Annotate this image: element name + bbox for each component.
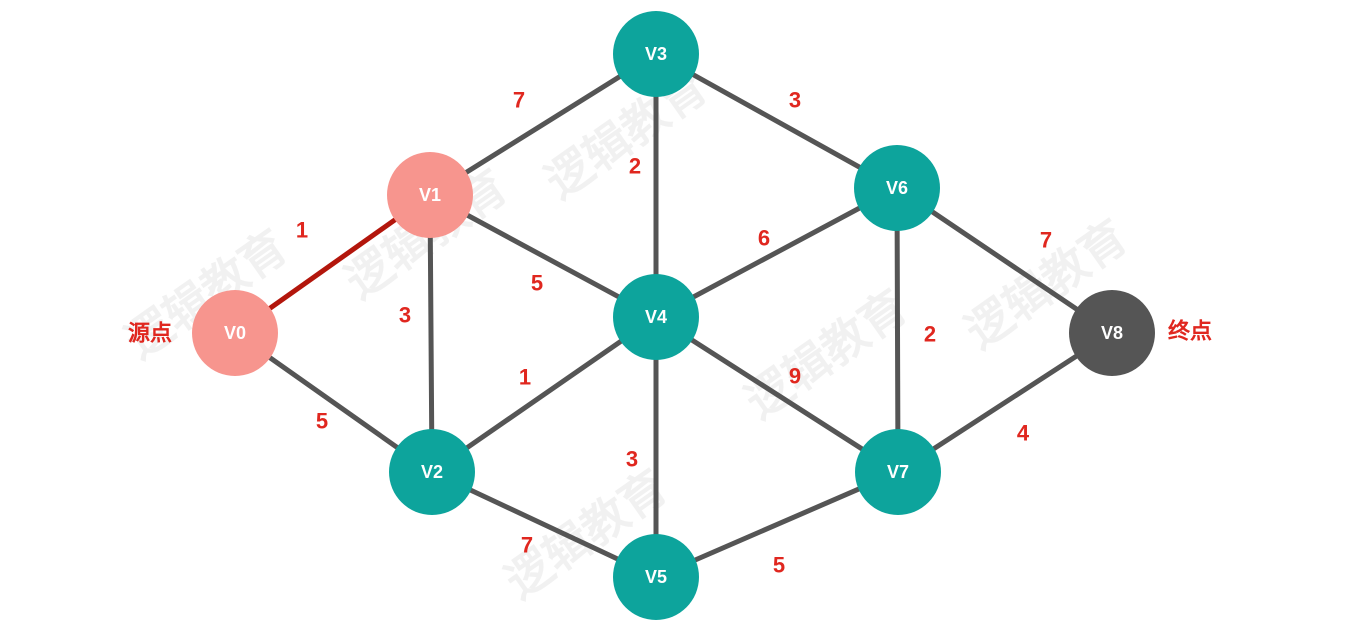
edge-weight-v4-v6: 6 <box>758 226 770 251</box>
node-label: V8 <box>1101 323 1123 343</box>
node-circle <box>613 534 699 620</box>
node-label: V6 <box>886 178 908 198</box>
node-label: V1 <box>419 185 441 205</box>
edge-weight-v7-v8: 4 <box>1017 421 1030 446</box>
source-label: 源点 <box>128 321 172 346</box>
edge-weight-v4-v7: 9 <box>789 364 801 389</box>
edge-v1-v3 <box>427 51 659 198</box>
edge-v6-v7 <box>894 185 901 475</box>
edge-v6-v8 <box>894 185 1115 336</box>
node-v6: V6 <box>854 145 940 231</box>
node-v4: V4 <box>613 274 699 360</box>
edge-weight-v6-v7: 2 <box>924 322 936 347</box>
edge-weights: 1 5 3 7 5 1 7 2 3 3 6 9 5 2 7 4 <box>296 88 1052 578</box>
watermark-text: 逻辑教育 <box>735 279 917 429</box>
node-v7: V7 <box>855 429 941 515</box>
edge-v1-v2 <box>427 192 435 475</box>
edge-v5-v7 <box>653 469 901 580</box>
edge-weight-v2-v5: 7 <box>521 533 533 558</box>
node-label: V3 <box>645 44 667 64</box>
edge-weight-v0-v2: 5 <box>316 409 328 434</box>
edge-v2-v4 <box>429 314 659 475</box>
edge-weight-v3-v6: 3 <box>789 88 801 113</box>
edge-weight-v4-v5: 3 <box>626 447 638 472</box>
node-label: V5 <box>645 567 667 587</box>
edge-weight-v3-v4: 2 <box>629 154 641 179</box>
node-circle <box>389 429 475 515</box>
node-label: V4 <box>645 307 667 327</box>
edge-v4-v7 <box>653 314 901 475</box>
node-v5: V5 <box>613 534 699 620</box>
edge-weight-v6-v8: 7 <box>1040 228 1052 253</box>
node-circle <box>1069 290 1155 376</box>
edge-v3-v6 <box>653 51 900 191</box>
node-circle <box>387 152 473 238</box>
node-circle <box>854 145 940 231</box>
edge-weight-v0-v1: 1 <box>296 218 308 243</box>
edge-weight-v1-v4: 5 <box>531 271 543 296</box>
edge-weight-v1-v3: 7 <box>513 88 525 113</box>
edge-weight-v2-v4: 1 <box>519 365 531 390</box>
node-circle <box>855 429 941 515</box>
node-v8: V8 <box>1069 290 1155 376</box>
target-label: 终点 <box>1168 319 1212 344</box>
edge-v4-v6 <box>653 185 900 320</box>
edge-weight-v1-v2: 3 <box>399 303 411 328</box>
node-v0: V0 <box>192 290 278 376</box>
node-label: V2 <box>421 462 443 482</box>
node-circle <box>613 11 699 97</box>
edge-weight-v5-v7: 5 <box>773 553 785 578</box>
node-circle <box>613 274 699 360</box>
node-circle <box>192 290 278 376</box>
node-v2: V2 <box>389 429 475 515</box>
node-label: V7 <box>887 462 909 482</box>
node-v1: V1 <box>387 152 473 238</box>
node-v3: V3 <box>613 11 699 97</box>
node-label: V0 <box>224 323 246 343</box>
